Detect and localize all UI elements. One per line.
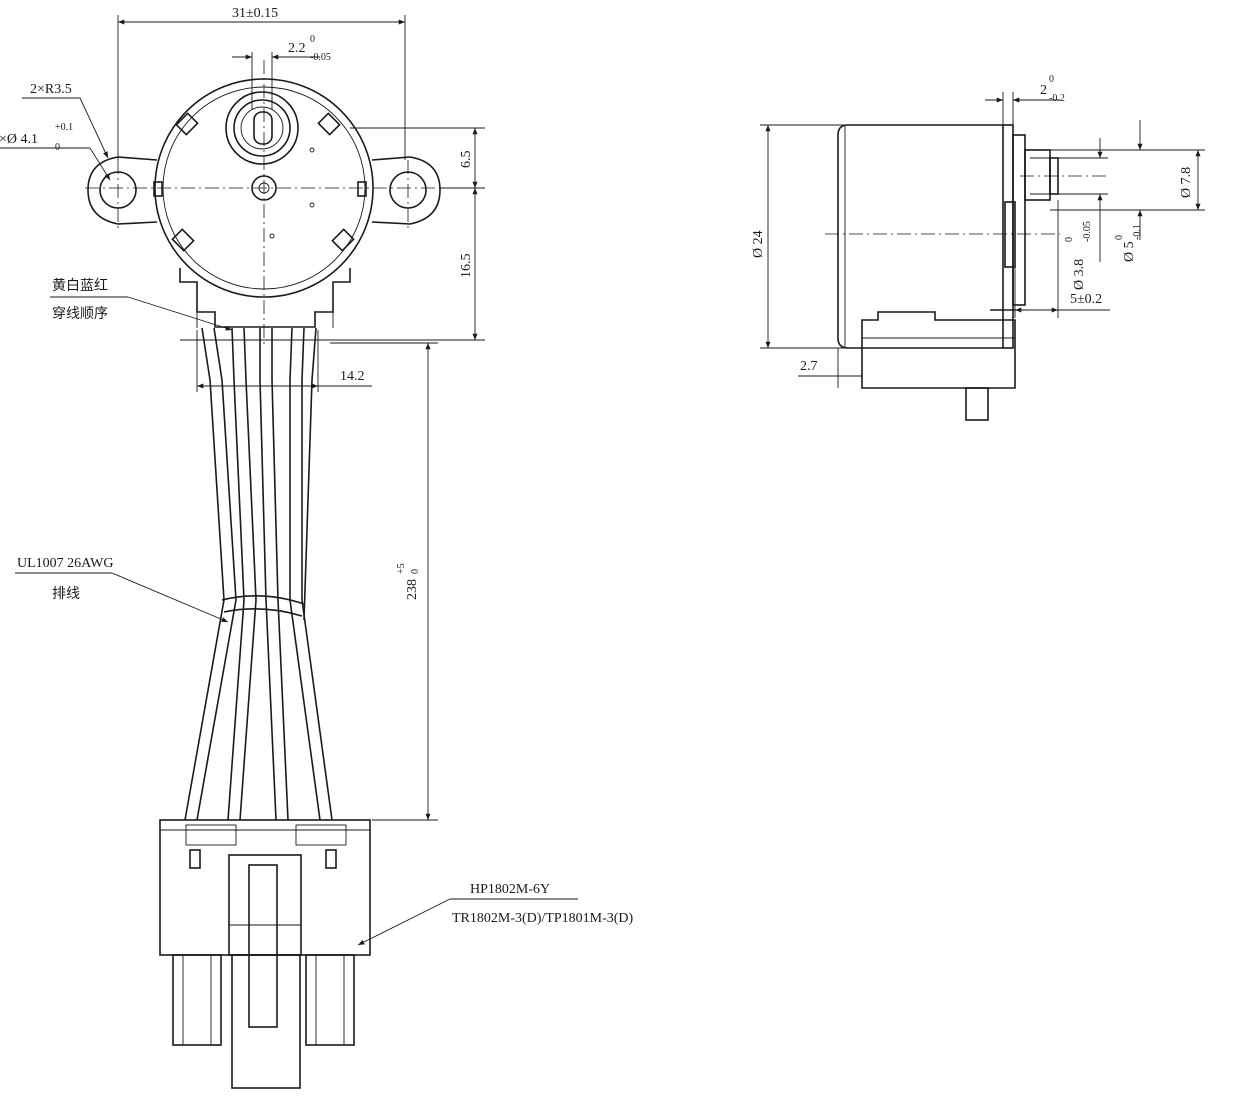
- label-wire-spec-1: UL1007 26AWG: [17, 556, 113, 571]
- label-wire-spec-2: 排线: [52, 586, 80, 602]
- dim-hole: 2×Ø 4.1: [0, 132, 38, 147]
- dim-shaft-flat: 2.2: [288, 41, 306, 56]
- dim-offset-top: 6.5: [459, 151, 474, 169]
- dim-lead-tol-lower: 0: [410, 569, 421, 574]
- dim-radius: 2×R3.5: [30, 82, 72, 97]
- dim-flange-tol-upper: 0: [1049, 74, 1054, 85]
- dim-boss-dia: Ø 7.8: [1179, 167, 1194, 198]
- dim-lead-tol-upper: +5: [396, 563, 407, 574]
- dim-width: 31±0.15: [232, 6, 278, 21]
- dim-offset-bottom: 16.5: [459, 254, 474, 279]
- dim-flange-tol-lower: -0.2: [1049, 93, 1065, 104]
- side-dimensions: 2 0 -0.2 Ø 24 Ø 7.8 Ø 3.8 0 -0.05 Ø: [751, 74, 1205, 388]
- dim-shaft-flat-tol-upper: 0: [310, 34, 315, 45]
- dim-hub-dia-tol-lower: -0.1: [1132, 224, 1143, 240]
- front-annotations: 黄白蓝红 穿线顺序 UL1007 26AWG 排线 HP1802M-6Y TR1…: [15, 277, 634, 946]
- dim-shaft-flat-tol-lower: -0.05: [310, 52, 331, 63]
- label-connector-1: HP1802M-6Y: [470, 882, 550, 897]
- dim-shaft-dia-tol-upper: 0: [1064, 237, 1075, 242]
- dim-hub-dia-tol-upper: 0: [1114, 235, 1125, 240]
- dim-hole-tol-upper: +0.1: [55, 122, 73, 133]
- front-view: 31±0.15 2.2 0 -0.05 2×R3.5 2×Ø 4.1 +0.1 …: [0, 6, 634, 1089]
- dim-body-dia: Ø 24: [751, 230, 766, 258]
- dim-lead-length: 238: [405, 579, 420, 600]
- dim-shaft-dia: Ø 3.8: [1072, 259, 1087, 290]
- dim-shaft-dia-tol-lower: -0.05: [1082, 221, 1093, 242]
- dim-wire-exit: 14.2: [340, 369, 365, 384]
- dim-hub-dia: Ø 5: [1122, 241, 1137, 262]
- side-center-lines: [825, 175, 1110, 235]
- wire-harness: [184, 327, 333, 821]
- label-wire-order-2: 穿线顺序: [52, 306, 108, 322]
- side-view: 2 0 -0.2 Ø 24 Ø 7.8 Ø 3.8 0 -0.05 Ø: [751, 74, 1205, 421]
- dim-shaft-length: 5±0.2: [1070, 292, 1102, 307]
- front-center-lines: [85, 60, 470, 345]
- label-wire-order-1: 黄白蓝红: [52, 277, 108, 294]
- dim-flange: 2: [1040, 83, 1047, 98]
- connector: [159, 819, 371, 1089]
- motor-body-side: [837, 124, 1059, 421]
- dim-base: 2.7: [800, 359, 818, 374]
- dim-hole-tol-lower: 0: [55, 142, 60, 153]
- label-connector-2: TR1802M-3(D)/TP1801M-3(D): [452, 911, 634, 926]
- front-dimensions: 31±0.15 2.2 0 -0.05 2×R3.5 2×Ø 4.1 +0.1 …: [0, 6, 485, 821]
